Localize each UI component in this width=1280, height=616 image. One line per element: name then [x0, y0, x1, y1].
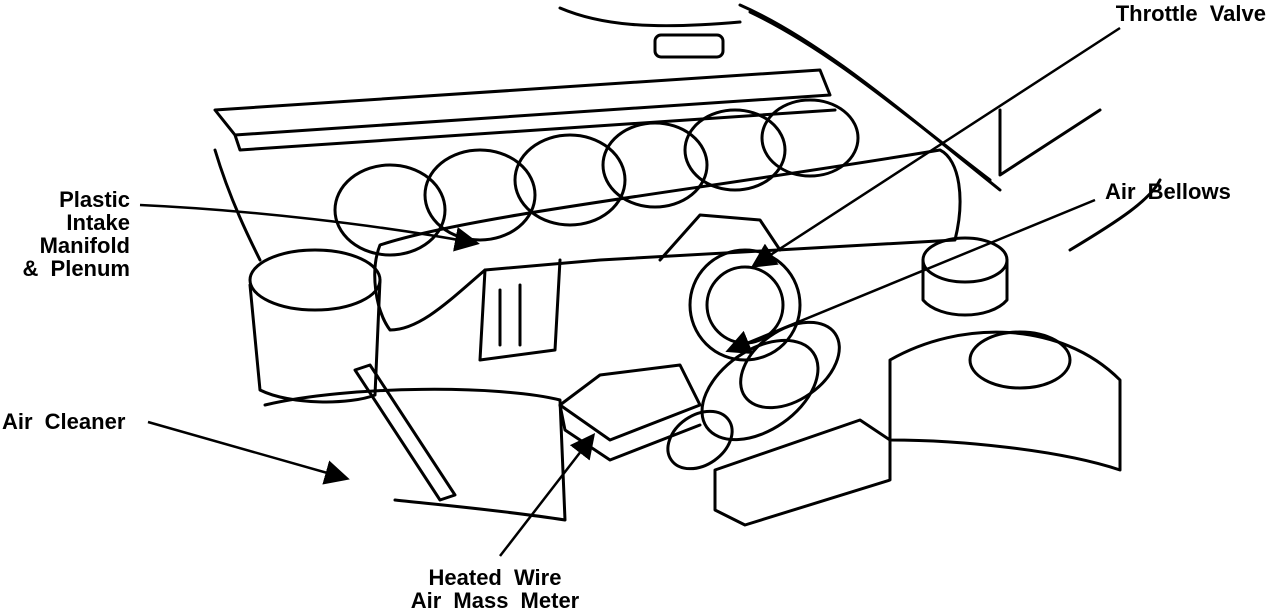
runner-2 [423, 148, 537, 242]
plastic-intake-leader [139, 203, 480, 252]
air-mass-meter-line-1: Heated Wire [428, 565, 562, 590]
runner-1 [333, 163, 447, 257]
runner-5 [683, 108, 787, 192]
throttle-body [688, 248, 802, 362]
air-bellows-label: Air Bellows [1105, 179, 1231, 204]
plastic-intake-line-2: Intake [66, 210, 130, 235]
air-bellows-leader [725, 198, 1096, 354]
air-bellows [700, 338, 820, 442]
runner-6 [760, 98, 860, 178]
throttle-valve-label: Throttle Valve [1115, 1, 1266, 26]
air-mass-meter-leader [499, 433, 596, 557]
mass-meter [558, 363, 702, 442]
duct-box [713, 418, 892, 527]
washer-reservoir [888, 330, 1122, 472]
reservoir-cap [921, 236, 1009, 284]
plastic-intake-line-4: & Plenum [22, 256, 130, 281]
air-mass-meter-line-2: Air Mass Meter [410, 588, 580, 613]
valve-cover [213, 68, 832, 137]
plastic-intake-line-1: Plastic [59, 187, 130, 212]
air-cleaner-housing [263, 387, 567, 522]
air-cleaner-leader [147, 420, 350, 485]
air-cleaner-label: Air Cleaner [2, 409, 126, 434]
hood-edge [558, 6, 742, 28]
plenum [373, 148, 962, 332]
throttle-valve-leader [750, 26, 1121, 268]
air-mass-meter-label: Heated Wire Air Mass Meter [390, 566, 600, 612]
oil-cap [653, 33, 725, 59]
coolant-cap [248, 248, 382, 312]
plastic-intake-label: Plastic Intake Manifold & Plenum [0, 188, 130, 280]
plastic-intake-line-3: Manifold [39, 233, 130, 258]
runner-4 [601, 121, 709, 209]
runner-3 [513, 133, 627, 227]
